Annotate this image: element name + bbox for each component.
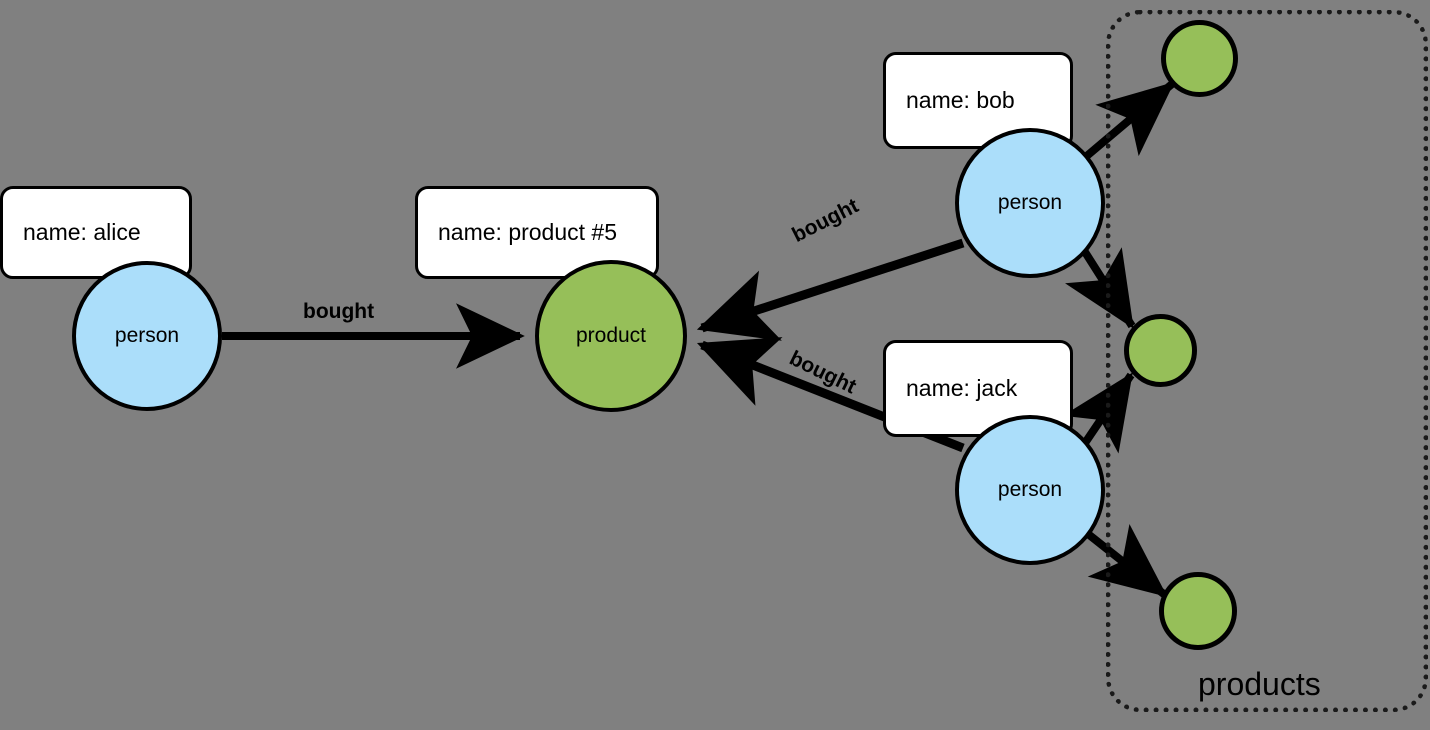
node-product-product5-label: product — [575, 324, 647, 347]
node-product-product5[interactable]: product — [535, 260, 687, 412]
property-box-bob: name: bob — [883, 52, 1073, 149]
node-person-bob-label: person — [997, 191, 1063, 214]
property-box-alice-text: name: alice — [23, 219, 141, 245]
group-products-label: products — [1198, 666, 1321, 702]
edge-bob-product — [696, 238, 965, 341]
edge-bob-product-top — [1079, 80, 1175, 164]
node-person-jack[interactable]: person — [955, 415, 1105, 565]
node-person-jack-label: person — [997, 478, 1063, 501]
node-person-bob[interactable]: person — [955, 128, 1105, 278]
edge-label-alice-product: bought — [303, 300, 375, 323]
group-products — [1106, 10, 1428, 712]
property-box-product5: name: product #5 — [415, 186, 659, 279]
property-box-jack-text: name: jack — [906, 375, 1018, 401]
property-box-bob-text: name: bob — [906, 87, 1015, 113]
node-product-top[interactable] — [1161, 20, 1238, 97]
node-product-mid[interactable] — [1124, 314, 1197, 387]
node-person-alice[interactable]: person — [72, 261, 222, 411]
node-person-alice-label: person — [114, 324, 180, 347]
property-box-product5-text: name: product #5 — [438, 219, 618, 245]
edge-jack-product-bot — [1080, 523, 1168, 599]
node-product-bot[interactable] — [1159, 572, 1237, 650]
